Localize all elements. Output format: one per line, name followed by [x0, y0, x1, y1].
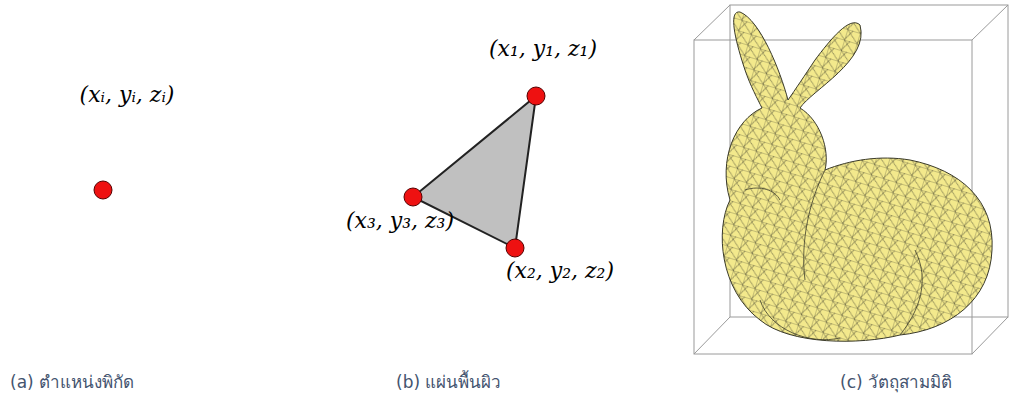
- coordinate-label: (x₃, y₃, z₃): [346, 208, 454, 233]
- coordinate-label: (x₁, y₁, z₁): [489, 36, 597, 61]
- panel-caption: (a) ตำแหน่งพิกัด: [10, 368, 134, 395]
- vertex-dot: [94, 87, 545, 257]
- panel-caption: (b) แผ่นพื้นผิว: [396, 368, 501, 395]
- bunny-mesh: [690, 0, 1010, 360]
- coordinate-label: (x₂, y₂, z₂): [506, 258, 614, 283]
- panel-caption: (c) วัตถุสามมิติ: [840, 368, 952, 395]
- coordinate-label: (xᵢ, yᵢ, zᵢ): [80, 82, 175, 107]
